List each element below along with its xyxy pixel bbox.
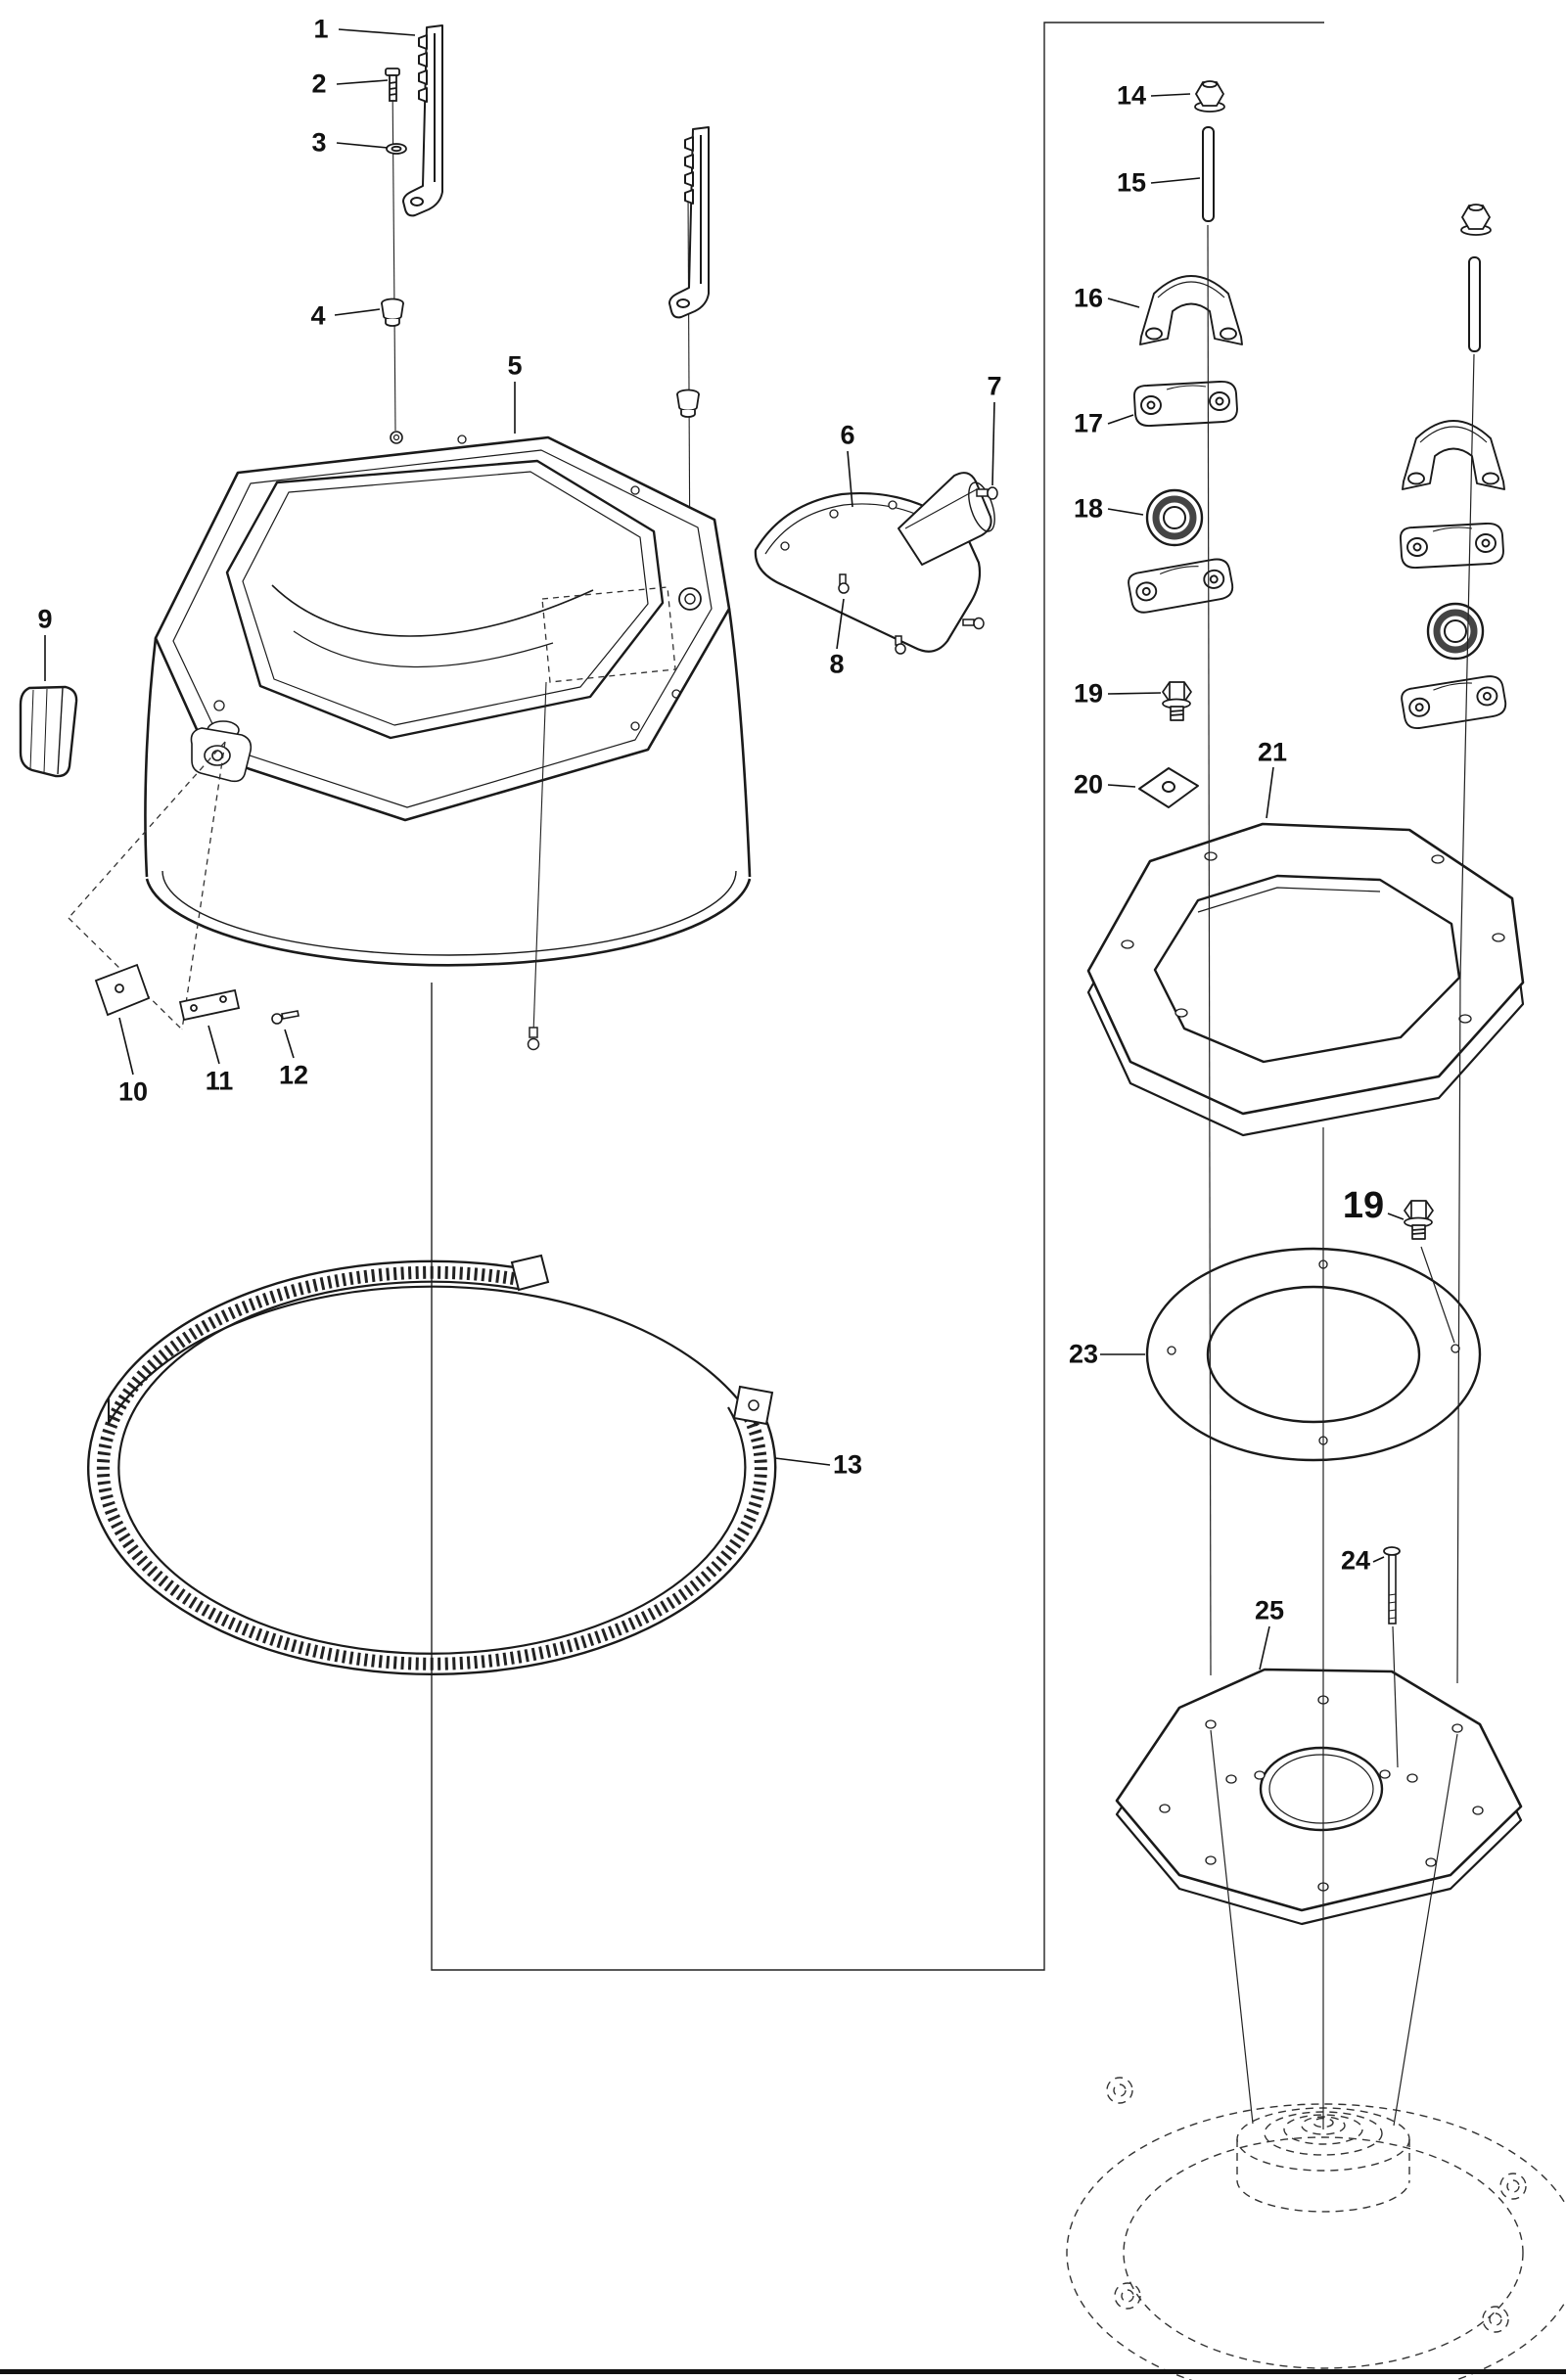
- clamp-bracket-16: [1139, 275, 1243, 345]
- part-callout-4: 4: [310, 300, 326, 331]
- stud-15b: [1468, 256, 1481, 352]
- band-end-tab-lower: [732, 1385, 774, 1426]
- part-callout-3: 3: [311, 127, 327, 158]
- screw-2: [385, 68, 400, 102]
- rubber-bushing-18: [1145, 488, 1204, 547]
- screw-8: [838, 582, 850, 594]
- part-callout-18: 18: [1073, 493, 1104, 524]
- flange-bolt-19-main: [1404, 1200, 1434, 1240]
- part-callout-21: 21: [1257, 737, 1288, 767]
- plate-10: [94, 963, 151, 1017]
- part-callout-14: 14: [1116, 80, 1147, 111]
- part-callout-15: 15: [1116, 167, 1147, 198]
- clamp-bracket-16b: [1402, 420, 1505, 490]
- part-callout-8: 8: [829, 649, 845, 679]
- callout-leader-lines: [44, 28, 1405, 1671]
- part-callout-12: 12: [278, 1060, 309, 1090]
- part-callout-24: 24: [1340, 1545, 1371, 1576]
- flange-bolt-19: [1162, 681, 1192, 721]
- part-callout-13: 13: [832, 1449, 863, 1480]
- hook-bracket: [402, 24, 443, 217]
- part-callout-23: 23: [1068, 1339, 1099, 1369]
- clamp-half-17-lower: [1126, 556, 1236, 616]
- part-callout-9: 9: [37, 604, 53, 634]
- part-callout-1: 1: [313, 14, 329, 44]
- part-callout-20: 20: [1073, 769, 1104, 800]
- guard-plate-6: [754, 472, 995, 653]
- guard-screws: [838, 486, 998, 655]
- flange-nut-14b: [1460, 204, 1492, 236]
- rubber-bushing-18b: [1428, 604, 1483, 659]
- main-shroud: [144, 431, 752, 967]
- knob-9: [19, 685, 78, 778]
- part-callout-25: 25: [1254, 1595, 1285, 1625]
- shim-plate-20: [1138, 767, 1199, 808]
- clamp-half-17b: [1399, 522, 1504, 570]
- band-end-tab-upper: [510, 1254, 550, 1292]
- reference-frame-lines: [431, 22, 1324, 1971]
- clamp-half-17: [1133, 381, 1238, 427]
- washer-3: [386, 143, 407, 155]
- page-bottom-rule: [0, 2369, 1566, 2374]
- screw-12: [271, 1010, 299, 1025]
- flange-nut-14: [1194, 80, 1225, 113]
- stud-15: [1202, 126, 1215, 222]
- adapter-ring-21: [1086, 822, 1525, 1137]
- alignment-lines: [1207, 224, 1475, 2129]
- hook-bracket-2: [668, 126, 710, 319]
- plug-4: [381, 298, 404, 327]
- plate-11: [178, 988, 241, 1022]
- part-callout-17: 17: [1073, 408, 1104, 438]
- part-callout-5: 5: [507, 350, 523, 381]
- plug-4b: [676, 389, 700, 418]
- base-plate-25: [1115, 1668, 1523, 1926]
- part-callout-6: 6: [840, 420, 855, 450]
- part-callout-19: 19: [1073, 678, 1104, 709]
- part-callout-10: 10: [117, 1076, 149, 1107]
- cone-scoop: [898, 472, 992, 566]
- detail-screw-line: [527, 681, 547, 1051]
- machine-reference-dashed: [1066, 2077, 1566, 2380]
- clamp-half-17c: [1399, 673, 1508, 731]
- part-callout-16: 16: [1073, 283, 1104, 313]
- flat-ring-23: [1145, 1247, 1482, 1462]
- part-callout-7: 7: [987, 371, 1002, 401]
- toothed-band-13: [87, 1254, 777, 1676]
- part-callout-11: 11: [205, 1066, 234, 1096]
- screw-24: [1383, 1546, 1401, 1625]
- part-callout-2: 2: [311, 69, 327, 99]
- part-callout-19-main: 19: [1342, 1185, 1385, 1226]
